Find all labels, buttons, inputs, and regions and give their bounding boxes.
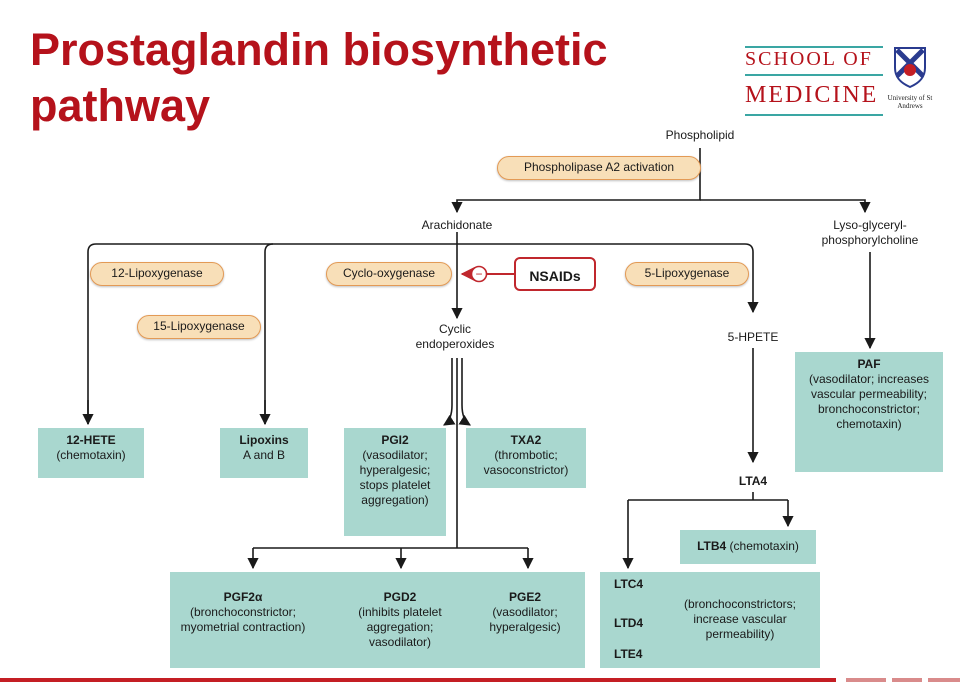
ltd4-label: LTD4 bbox=[614, 616, 644, 630]
ltc4-label: LTC4 bbox=[614, 577, 644, 591]
pgf2a-desc: (bronchoconstrictor; myometrial contract… bbox=[180, 605, 306, 634]
slide-title: Prostaglandin biosynthetic pathway bbox=[30, 24, 608, 131]
txa2-name: TXA2 bbox=[510, 433, 542, 447]
ltb4-name: LTB4 bbox=[697, 539, 727, 553]
logo-rule-top bbox=[745, 46, 883, 48]
bottom-bar bbox=[0, 678, 836, 682]
lipoxins-name: Lipoxins bbox=[239, 433, 289, 447]
cyclic-label: Cyclic endoperoxides bbox=[415, 322, 495, 351]
bottom-bar-seg-2 bbox=[892, 678, 922, 682]
lipoxins-desc: A and B bbox=[242, 448, 286, 462]
cysteinyl-lt-box: LTC4 LTD4 LTE4 (bronchoconstrictors; inc… bbox=[600, 572, 820, 668]
paf-name: PAF bbox=[857, 357, 881, 371]
pgf2a-cell: PGF2α(bronchoconstrictor; myometrial con… bbox=[178, 590, 308, 635]
lox15-pill: 15-Lipoxygenase bbox=[137, 315, 261, 339]
hpete-label: 5-HPETE bbox=[727, 330, 779, 344]
pgf2a-name: PGF2α bbox=[223, 590, 263, 604]
pgd2-name: PGD2 bbox=[383, 590, 417, 604]
bottom-bar-seg-3 bbox=[928, 678, 960, 682]
arachidonate-label: Arachidonate bbox=[421, 218, 493, 232]
pge2-cell: PGE2(vasodilator; hyperalgesic) bbox=[475, 590, 575, 635]
bottom-bar-seg-1 bbox=[846, 678, 886, 682]
logo-rule-bottom bbox=[745, 114, 883, 116]
university-name: University of St Andrews bbox=[887, 94, 933, 110]
paf-box: PAF(vasodilator; increases vascular perm… bbox=[795, 352, 943, 472]
lox12-pill: 12-Lipoxygenase bbox=[90, 262, 224, 286]
phospholipase-pill: Phospholipase A2 activation bbox=[497, 156, 701, 180]
logo-rule-mid bbox=[745, 74, 883, 76]
lta4-label: LTA4 bbox=[738, 474, 768, 488]
hete12-desc: (chemotaxin) bbox=[56, 448, 126, 462]
lte4-label: LTE4 bbox=[614, 647, 643, 661]
txa2-desc: (thrombotic; vasoconstrictor) bbox=[483, 448, 569, 477]
pge2-desc: (vasodilator; hyperalgesic) bbox=[489, 605, 561, 634]
pgi2-desc: (vasodilator; hyperalgesic; stops platel… bbox=[359, 448, 431, 507]
pgi2-box: PGI2(vasodilator; hyperalgesic; stops pl… bbox=[344, 428, 446, 536]
paf-desc: (vasodilator; increases vascular permeab… bbox=[808, 372, 930, 431]
txa2-box: TXA2(thrombotic; vasoconstrictor) bbox=[466, 428, 586, 488]
hete12-box: 12-HETE(chemotaxin) bbox=[38, 428, 144, 478]
crest-icon bbox=[894, 47, 926, 88]
inhibit-symbol: − bbox=[475, 267, 482, 281]
hete12-name: 12-HETE bbox=[66, 433, 116, 447]
logo-line1: SCHOOL OF bbox=[745, 48, 873, 70]
pgd2-desc: (inhibits platelet aggregation; vasodila… bbox=[358, 605, 442, 649]
lyso-label: Lyso-glyceryl-phosphorylcholine bbox=[821, 218, 919, 247]
phospholipid-label: Phospholipid bbox=[665, 128, 735, 142]
lt-desc: (bronchoconstrictors; increase vascular … bbox=[683, 597, 797, 641]
pgd2-cell: PGD2(inhibits platelet aggregation; vaso… bbox=[340, 590, 460, 650]
cox-pill: Cyclo-oxygenase bbox=[326, 262, 452, 286]
ltb4-box: LTB4 (chemotaxin) bbox=[680, 530, 816, 564]
pge2-name: PGE2 bbox=[508, 590, 541, 604]
ltb4-desc: (chemotaxin) bbox=[729, 539, 799, 553]
pgi2-name: PGI2 bbox=[381, 433, 409, 447]
logo-line2: MEDICINE bbox=[745, 82, 879, 108]
prostaglandins-box: PGF2α(bronchoconstrictor; myometrial con… bbox=[170, 572, 585, 668]
nsaids-box: NSAIDs bbox=[514, 257, 596, 291]
lox5-pill: 5-Lipoxygenase bbox=[625, 262, 749, 286]
